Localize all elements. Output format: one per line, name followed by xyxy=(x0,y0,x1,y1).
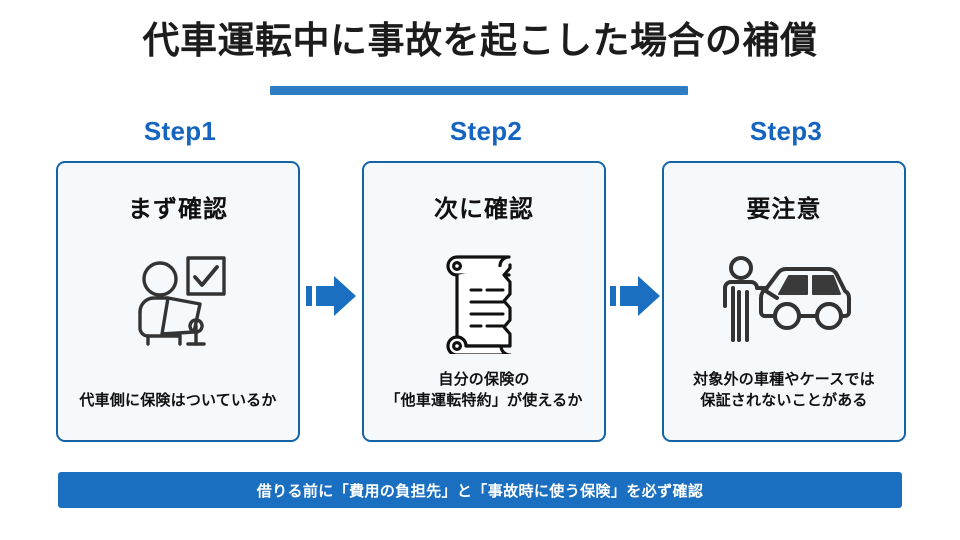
summary-banner: 借りる前に「費用の負担先」と「事故時に使う保険」を必ず確認 xyxy=(58,472,902,508)
title-underline-bar xyxy=(270,86,688,95)
card-heading-3: 要注意 xyxy=(746,196,822,223)
caption-line: 対象外の車種やケースでは xyxy=(693,370,875,388)
person-car-icon xyxy=(714,247,854,357)
summary-banner-text: 借りる前に「費用の負担先」と「事故時に使う保険」を必ず確認 xyxy=(256,482,704,500)
caption-line: 代車側に保険はついているか xyxy=(79,392,277,410)
page-title: 代車運転中に事故を起こした場合の補償 xyxy=(142,20,818,61)
step-card-3[interactable]: 要注意 xyxy=(662,161,906,442)
caption-line: 「他車運転特約」が使えるか xyxy=(385,392,583,410)
step-label-2: Step2 xyxy=(449,116,523,146)
step-card-1[interactable]: まず確認 代車側に保険は xyxy=(56,161,300,442)
card-heading-1: まず確認 xyxy=(128,196,228,223)
caption-line: 自分の保険の xyxy=(438,370,530,388)
card-caption-2: 自分の保険の 「他車運転特約」が使えるか xyxy=(370,369,598,413)
card-heading-2: 次に確認 xyxy=(434,196,534,223)
card-caption-3: 対象外の車種やケースでは 保証されないことがある xyxy=(670,369,898,413)
person-checkbox-icon xyxy=(108,247,248,357)
card-caption-1: 代車側に保険はついているか xyxy=(64,390,292,412)
step-label-3: Step3 xyxy=(749,116,823,146)
arrow-step2-to-step3 xyxy=(610,272,662,320)
arrow-step1-to-step2 xyxy=(306,272,358,320)
step-card-2[interactable]: 次に確認 自分の保険の 「他車運転特約」が使える xyxy=(362,161,606,442)
step-label-1: Step1 xyxy=(143,116,217,146)
caption-line: 保証されないことがある xyxy=(700,392,868,410)
scroll-contract-icon xyxy=(414,247,554,357)
